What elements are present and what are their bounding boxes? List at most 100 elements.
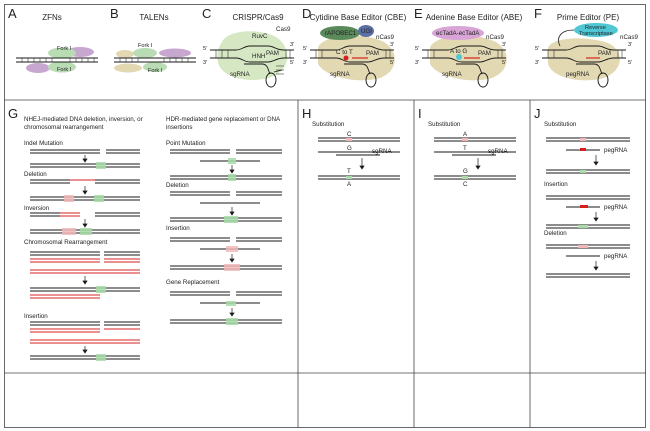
abe-sgrna-label: sgRNA (442, 71, 462, 78)
pe-ncas9 (548, 38, 620, 81)
panel-a: A ZFNs Fork I Fork I (8, 6, 98, 73)
cas9-label: Cas9 (276, 26, 291, 33)
panel-e: E Adenine Base Editor (ABE) ecTadA-ecTad… (414, 6, 523, 88)
j-insertion-label: Insertion (544, 181, 568, 188)
panels-C-three-text: 3' (290, 42, 294, 48)
pe-pam-label: PAM (598, 50, 611, 57)
panels-E-three-text: 3' (415, 60, 419, 66)
nhej-insertion-label: Insertion (24, 313, 48, 320)
panels-F-three-text: 3' (535, 60, 539, 66)
hdr-heading-2: insertions (166, 124, 192, 131)
gene-repl-label: Gene Replacement (166, 279, 220, 286)
cbe-sgrna-label: sgRNA (330, 71, 350, 78)
h-sgrna-label: sgRNA (372, 148, 392, 155)
rt-label-2: Transcriptase (579, 31, 613, 37)
j-pegrna-1: pegRNA (604, 147, 628, 154)
panels-C-five-text: 5' (290, 60, 294, 66)
grid-borders (4, 4, 646, 428)
nhej-deletion-label: Deletion (24, 171, 47, 178)
talen-fork-top-label: Fork I (138, 43, 153, 49)
zfn-fork-top (48, 47, 76, 59)
panels-F-three-text: 3' (628, 42, 632, 48)
cas9-pam-label: PAM (266, 50, 279, 57)
cbe-pam-label: PAM (366, 50, 379, 57)
panel-i: I Substitution A T sgRNA G C (418, 106, 516, 188)
abe-ncas9-label: nCas9 (486, 34, 504, 41)
h-substitution-label: Substitution (312, 121, 345, 128)
panel-f: F Prime Editor (PE) Reverse Transcriptas… (534, 6, 638, 88)
nhej-heading-2: chromosomal rearrangement (24, 124, 104, 131)
ugi-domain (358, 25, 374, 37)
i-t-base: T (463, 145, 467, 152)
panel-f-title: Prime Editor (PE) (557, 13, 620, 22)
i-substitution-label: Substitution (428, 121, 461, 128)
panel-g-letter: G (8, 106, 18, 121)
talen-fork-bottom (143, 62, 167, 72)
panel-g: G NHEJ-mediated DNA deletion, inversion,… (8, 106, 282, 361)
panels-E-five-text: 5' (415, 46, 419, 52)
panels-E-three-text: 3' (502, 42, 506, 48)
panels-D-five-text: 5' (390, 60, 394, 66)
hdr-heading-1: HDR-mediated gene replacement or DNA (166, 116, 281, 123)
h-c-base: C (347, 131, 352, 138)
panel-c: C CRISPR/Cas9 Cas9 RuvC HNH PAM sgRNA 5'… (202, 6, 294, 88)
apobec-domain (320, 26, 360, 40)
panel-j-letter: J (534, 106, 541, 121)
zfn-fork-top-label: Fork I (57, 46, 72, 52)
panels-C-three-text: 3' (203, 60, 207, 66)
point-label: Point Mutation (166, 140, 206, 147)
tada-label: ecTadA-ecTadA (436, 30, 480, 37)
inversion-label: Inversion (24, 205, 50, 212)
i-c-base: C (463, 181, 468, 188)
ugi-label: UGI (361, 28, 372, 35)
pe-ncas9-label: nCas9 (620, 34, 638, 41)
panel-a-letter: A (8, 6, 17, 21)
zfn-fork-bottom-label: Fork I (57, 67, 72, 73)
apobec-label: rAPOBEC1 (325, 30, 357, 37)
h-g-base: G (347, 145, 352, 152)
ruvc-label: RuvC (252, 33, 268, 40)
panel-h: H Substitution C G sgRNA T A (302, 106, 400, 188)
pe-pegrna-label: pegRNA (566, 71, 590, 78)
zfn-purple-bottom (26, 63, 50, 73)
j-pegrna-2: pegRNA (604, 204, 628, 211)
hdr-insertion-label: Insertion (166, 225, 190, 232)
panel-c-letter: C (202, 6, 211, 21)
talen-fork-top (133, 48, 157, 58)
reverse-transcriptase (574, 23, 618, 37)
abe-pam-label: PAM (478, 50, 491, 57)
nhej-heading-1: NHEJ-mediated DNA deletion, inversion, o… (24, 116, 143, 123)
a-to-g-label: A to G (450, 48, 467, 55)
panel-j: J Substitution Insertion Deletion pegRNA… (534, 106, 630, 278)
h-a-base: A (347, 181, 352, 188)
cas9-protein (217, 31, 288, 81)
panels-D-three-text: 3' (303, 60, 307, 66)
panel-a-title: ZFNs (42, 13, 62, 22)
panels-C-five-text: 5' (203, 46, 207, 52)
j-pegrna-3: pegRNA (604, 253, 628, 260)
panels-E-five-text: 5' (502, 60, 506, 66)
h-t-base: T (347, 168, 351, 175)
panel-h-letter: H (302, 106, 311, 121)
panels-F-five-text: 5' (628, 60, 632, 66)
j-deletion-label: Deletion (544, 230, 567, 237)
indel-label: Indel Mutation (24, 140, 63, 147)
panel-i-letter: I (418, 106, 422, 121)
i-a-base: A (463, 131, 468, 138)
panel-c-title: CRISPR/Cas9 (232, 13, 284, 22)
panel-d: D Cytidine Base Editor (CBE) rAPOBEC1 UG… (302, 6, 407, 88)
hdr-deletion-label: Deletion (166, 182, 189, 189)
panels-D-three-text: 3' (390, 42, 394, 48)
panel-b-letter: B (110, 6, 119, 21)
panel-f-letter: F (534, 6, 542, 21)
panels-F-five-text: 5' (535, 46, 539, 52)
rt-label-1: Reverse (585, 25, 606, 31)
tada-domain (432, 26, 484, 40)
c-to-t-label: C to T (336, 49, 353, 56)
panel-e-letter: E (414, 6, 423, 21)
panel-d-title: Cytidine Base Editor (CBE) (310, 13, 407, 22)
chrom-label: Chromosomal Rearrangement (24, 239, 108, 246)
zfn-fork-bottom (48, 61, 76, 73)
cbe-ncas9-label: nCas9 (376, 34, 394, 41)
cbe-target-base (343, 55, 349, 61)
